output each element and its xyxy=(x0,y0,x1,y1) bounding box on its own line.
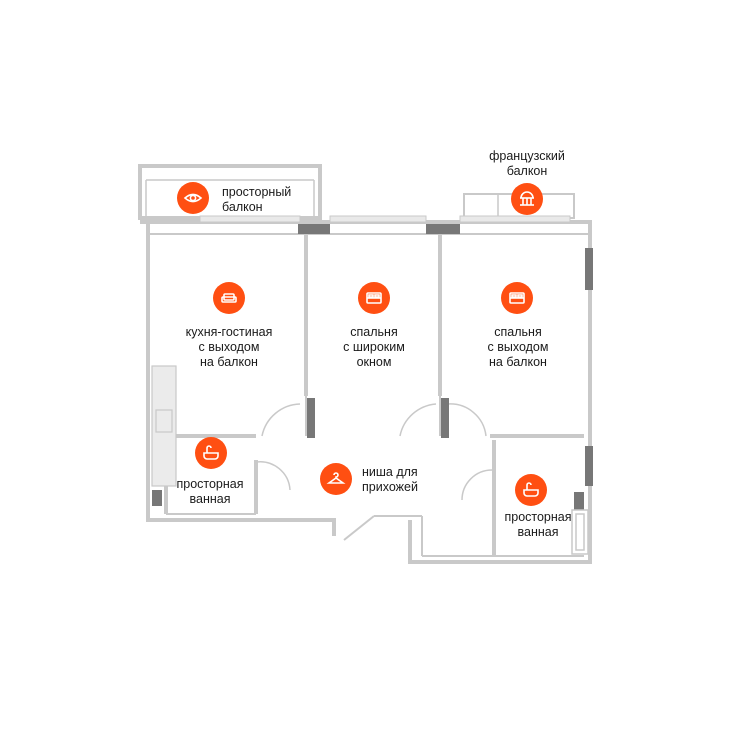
bath-left-label: просторная ванная xyxy=(176,477,244,506)
french-balcony-icon xyxy=(511,183,543,215)
balcony-railing-icon xyxy=(520,191,534,206)
hall-label: ниша для прихожей xyxy=(362,465,418,494)
bathtub-icon xyxy=(203,445,219,460)
sofa-icon xyxy=(221,293,237,303)
bath-left-icon xyxy=(195,437,227,469)
bedroom-mid-icon xyxy=(358,282,390,314)
bathtub xyxy=(571,509,589,555)
bedroom-right-icon xyxy=(501,282,533,314)
bedroom-right-label: спальня с выходом на балкон xyxy=(487,325,549,369)
bath-right-label: просторная ванная xyxy=(504,510,572,539)
bed-icon xyxy=(509,292,525,304)
balcony-left-label: просторный балкон xyxy=(222,185,292,214)
eye-icon xyxy=(183,193,203,203)
kitchen-counter xyxy=(151,365,177,487)
bath-right-icon xyxy=(515,474,547,506)
hall-icon xyxy=(320,463,352,495)
balcony-left-icon xyxy=(177,182,209,214)
bedroom-mid-label: спальня с широким окном xyxy=(343,325,405,369)
bathtub-icon xyxy=(523,482,539,497)
kitchen-icon xyxy=(213,282,245,314)
dark-wall-segments xyxy=(152,224,593,510)
french-balcony-label: французский балкон xyxy=(489,149,565,178)
bed-icon xyxy=(366,292,382,304)
hanger-icon xyxy=(326,472,346,484)
kitchen-label: кухня-гостиная с выходом на балкон xyxy=(185,325,273,369)
door-swings xyxy=(255,403,493,501)
windows xyxy=(199,215,571,223)
